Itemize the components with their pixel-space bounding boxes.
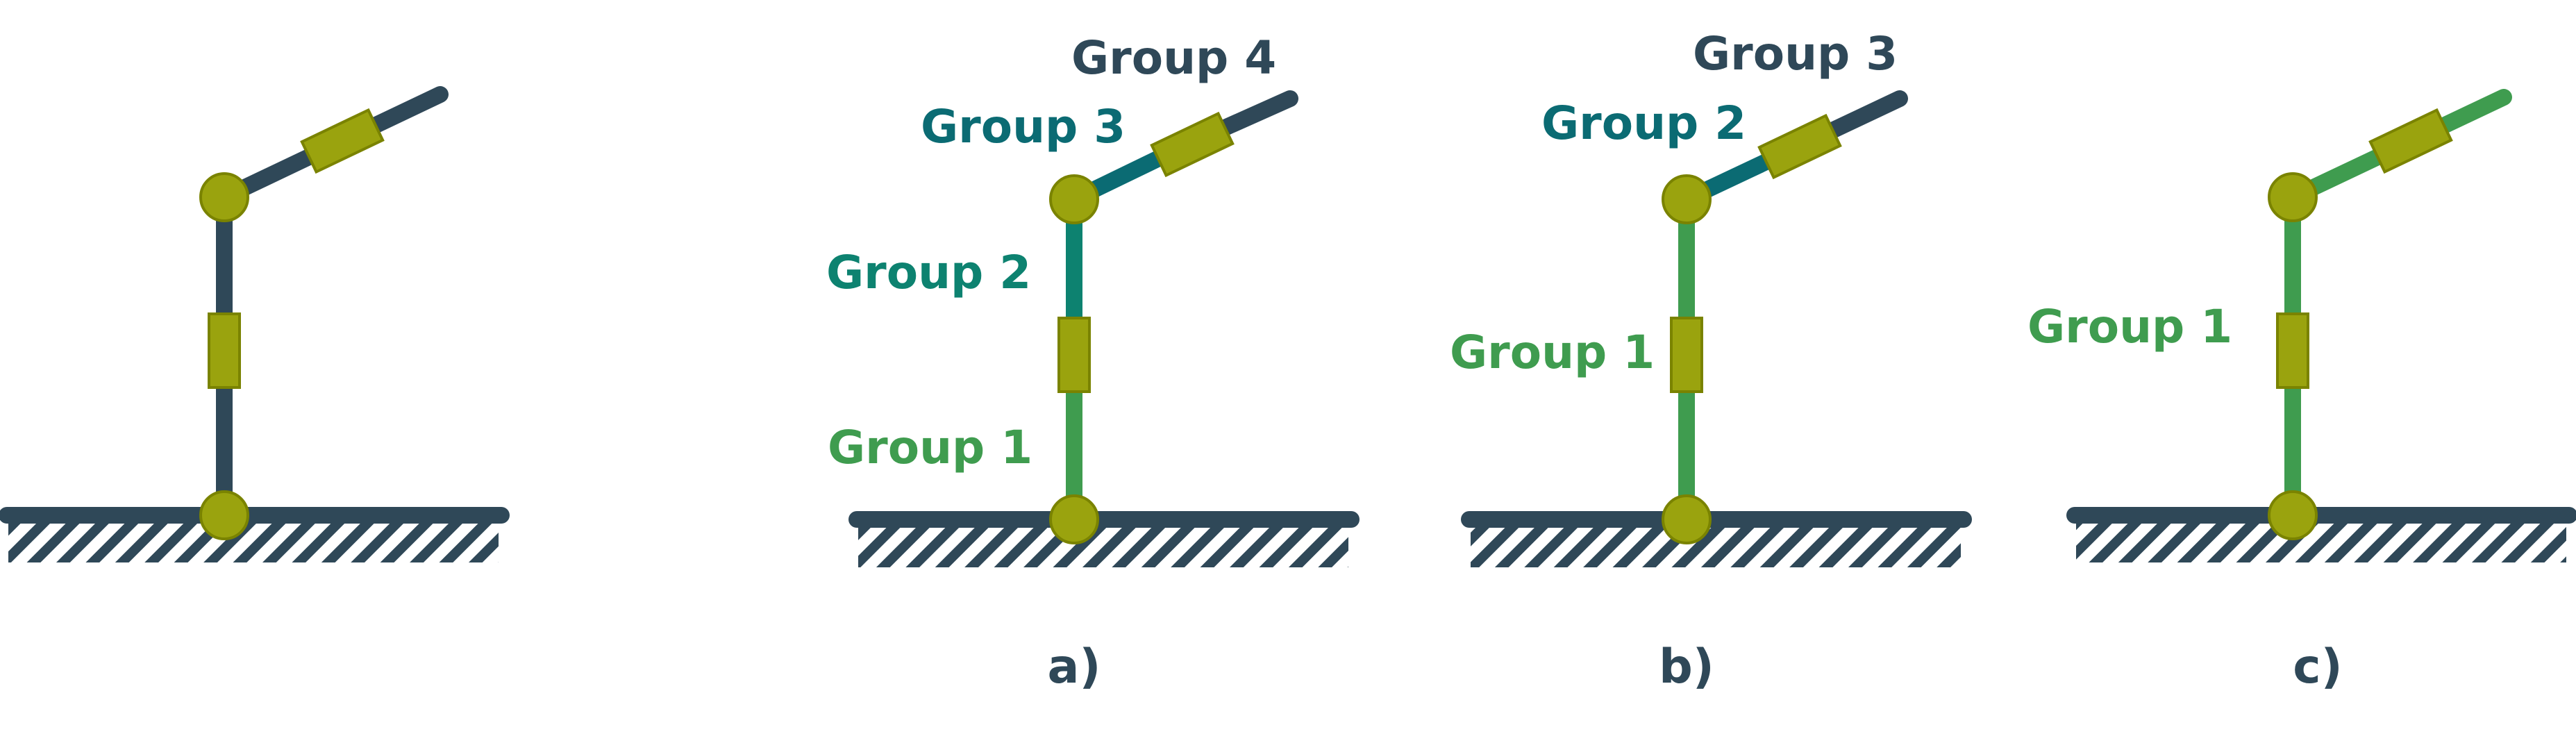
caption-c: c) — [2293, 640, 2342, 694]
revolute-joint-elbow — [2268, 172, 2318, 222]
prismatic-joint-arm — [2368, 108, 2453, 174]
ground-hatch — [1471, 526, 1961, 567]
prismatic-joint — [1670, 317, 1703, 393]
label-group-2: Group 2 — [826, 246, 1031, 299]
prismatic-joint-arm — [300, 108, 385, 174]
ground-hatch — [858, 526, 1348, 567]
ground-hatch — [8, 521, 499, 562]
revolute-joint-elbow — [1662, 174, 1712, 224]
prismatic-joint-arm — [1757, 113, 1842, 180]
figure-original — [0, 86, 510, 562]
revolute-joint-elbow — [1049, 174, 1099, 224]
prismatic-joint-arm — [1150, 111, 1235, 178]
ground-hatch — [2076, 521, 2566, 562]
revolute-joint-base — [1049, 494, 1099, 544]
figure-b: Group 3 Group 2 Group 1 b) — [1450, 27, 1972, 694]
label-group-1: Group 1 — [1450, 326, 1655, 379]
revolute-joint-base — [2268, 490, 2318, 540]
prismatic-joint — [1057, 317, 1091, 393]
revolute-joint-base — [1662, 494, 1712, 544]
revolute-joint-base — [199, 490, 249, 540]
figure-a: Group 4 Group 3 Group 2 Group 1 a) — [826, 31, 1360, 694]
prismatic-joint — [208, 312, 241, 389]
label-group-1: Group 1 — [2027, 300, 2232, 353]
label-group-3: Group 3 — [1693, 27, 1898, 81]
caption-b: b) — [1659, 640, 1714, 694]
label-group-2: Group 2 — [1541, 97, 1746, 150]
caption-a: a) — [1048, 640, 1101, 694]
label-group-3: Group 3 — [921, 100, 1126, 153]
prismatic-joint — [2276, 312, 2309, 389]
label-group-4: Group 4 — [1071, 31, 1276, 85]
label-group-1: Group 1 — [828, 421, 1032, 474]
revolute-joint-elbow — [199, 172, 249, 222]
figure-c: Group 1 c) — [2027, 89, 2576, 694]
